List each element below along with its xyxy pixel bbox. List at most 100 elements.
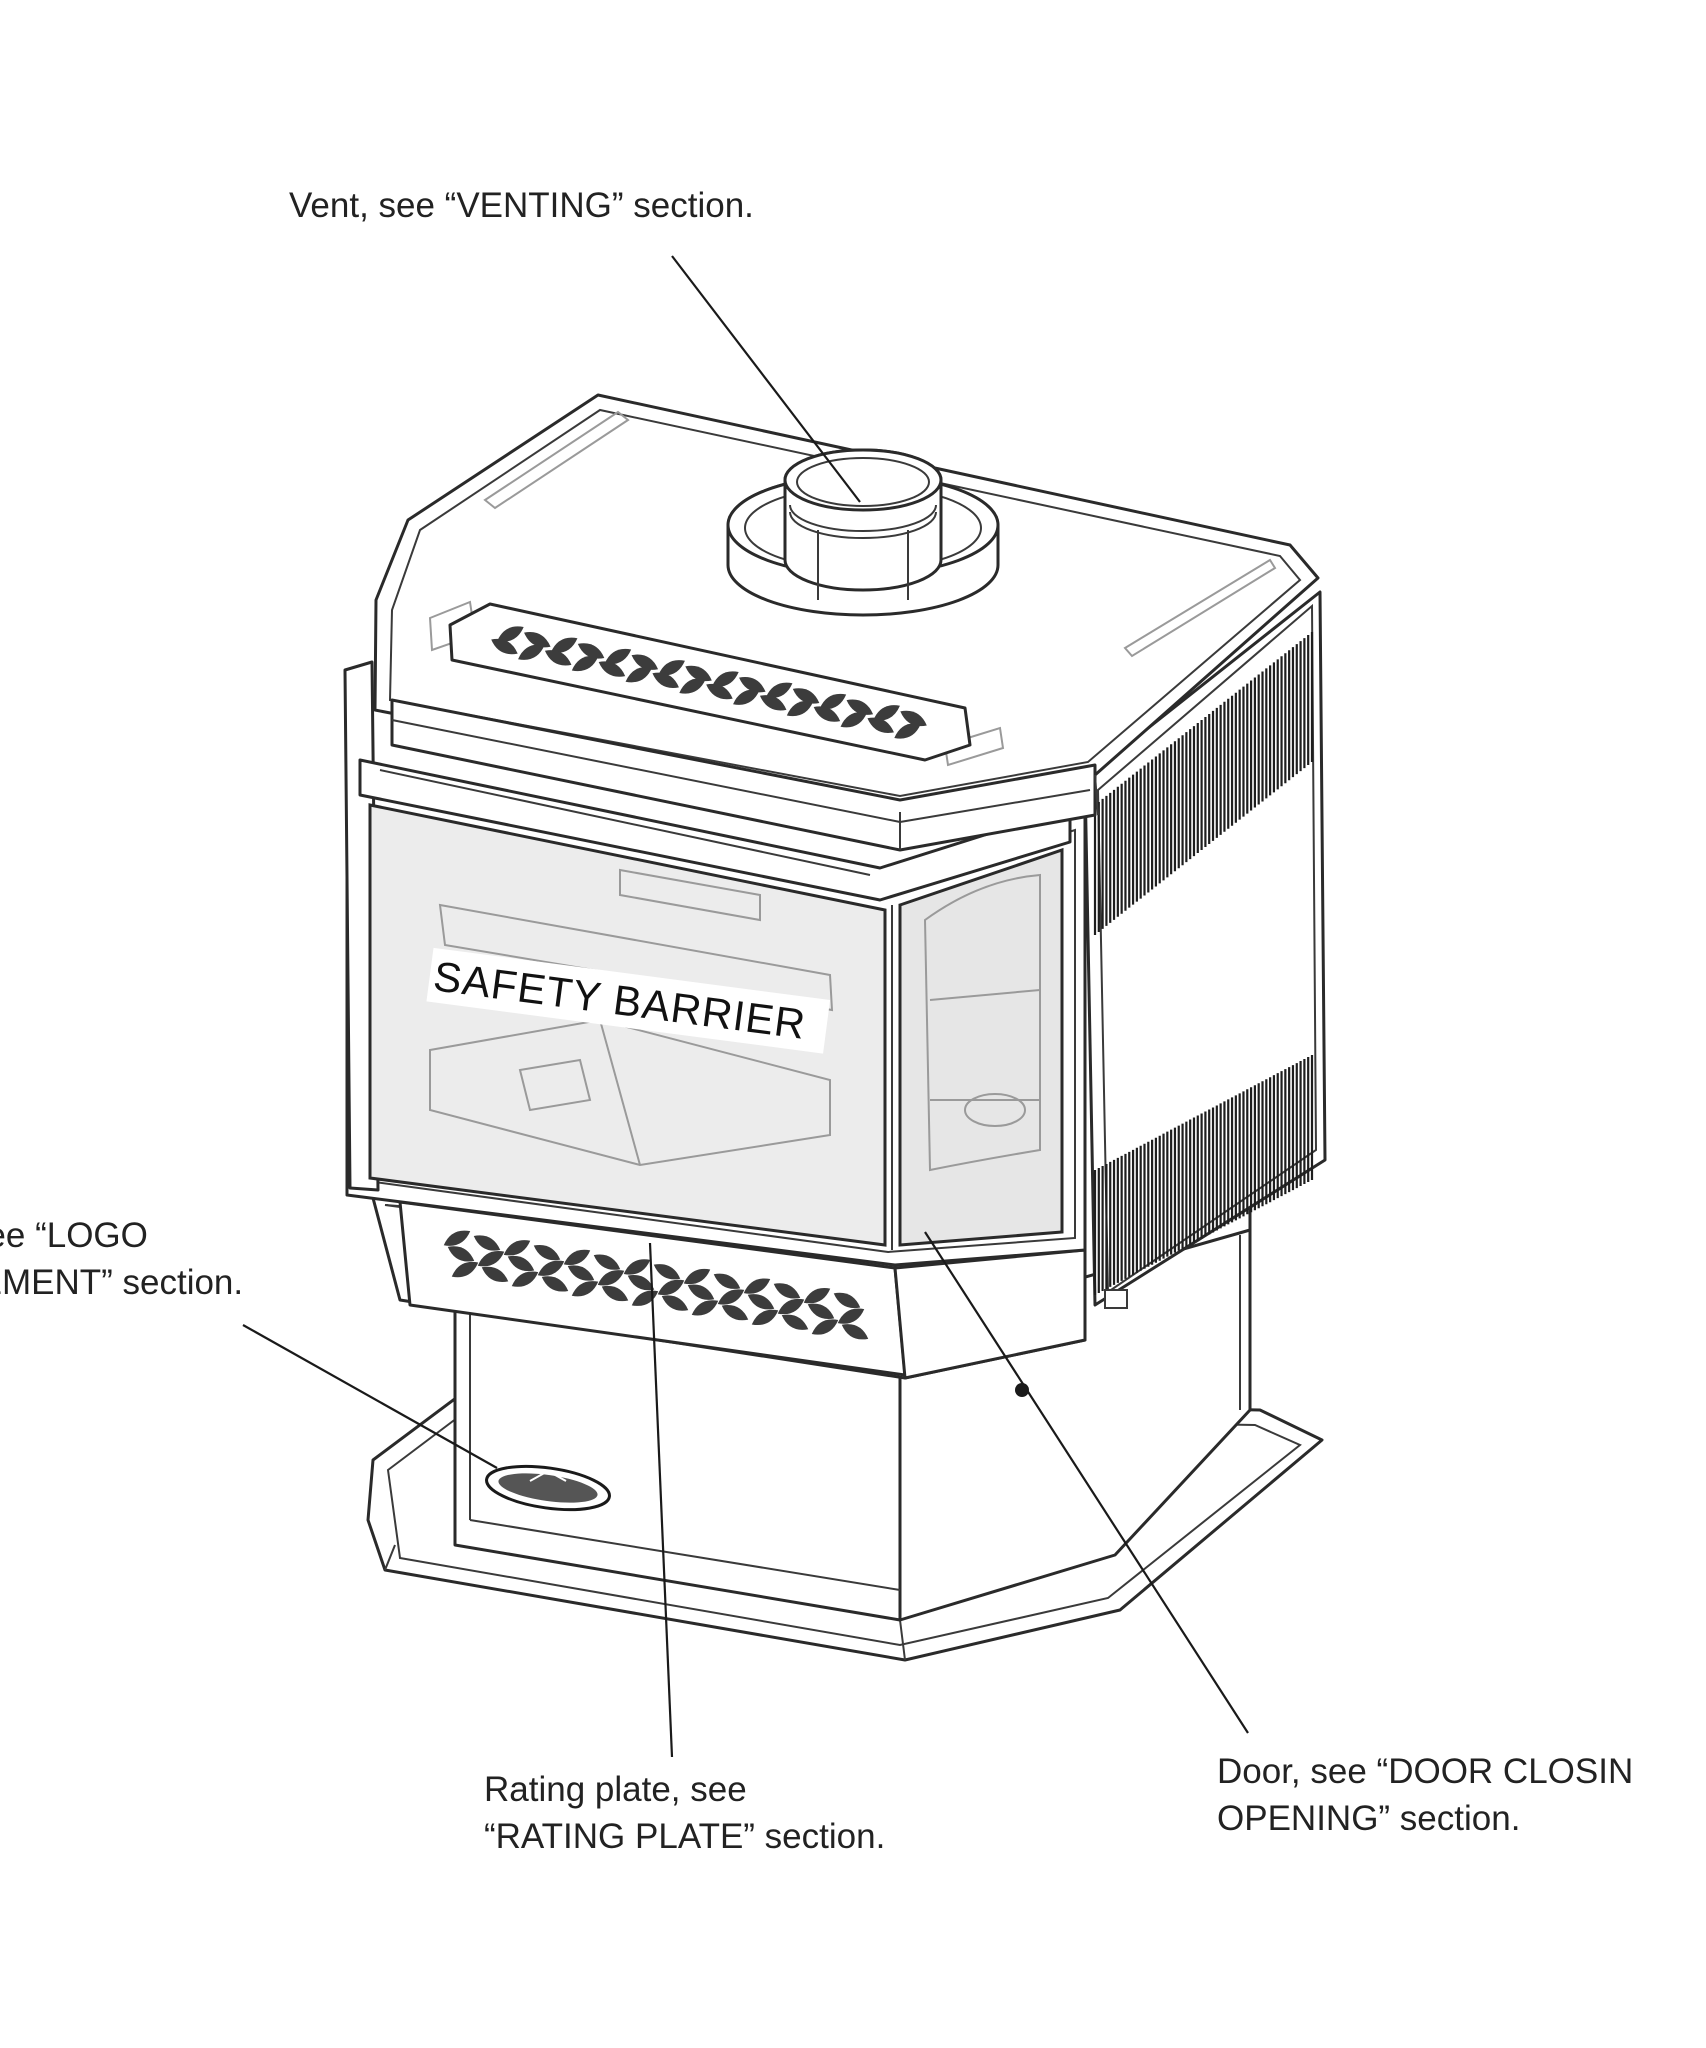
grille-leaf [627,1275,655,1291]
grille-leaf [544,650,572,666]
grille-leaf [846,699,874,715]
lower-grille-pattern [443,1230,869,1340]
grille-leaf [625,667,653,683]
grille-leaf [657,1279,685,1295]
side-vent-louvers-upper [1093,632,1314,935]
grille-leaf [593,1254,621,1270]
grille-leaf [563,1249,591,1265]
top-grille-pattern [491,626,927,739]
grille-leaf [743,1278,771,1294]
grille-leaf [491,638,518,655]
grille-leaf [597,1270,625,1286]
grille-leaf [706,683,733,700]
grille-leaf [598,661,626,677]
grille-leaf [571,655,599,672]
side-vent-louvers-lower [1093,1055,1314,1295]
grille-leaf [685,665,712,682]
grille-leaf [792,688,820,704]
leader-door [924,1231,1249,1734]
grille-leaf [533,1244,561,1261]
grille-leaf [524,632,551,648]
grille-leaf [803,1288,831,1304]
logo-badge [485,1464,611,1512]
callout-rating-line-2: “RATING PLATE” section. [484,1817,886,1856]
grille-leaf [443,1230,471,1246]
grille-leaf [807,1303,835,1319]
callout-door: Door, see “DOOR CLOSIN OPENING” section. [1217,1748,1633,1842]
callout-logo-line-2: ACEMENT” section. [0,1263,244,1302]
grille-leaf [503,1240,531,1256]
grille-leaf [833,1292,861,1309]
grille-leaf [786,700,814,717]
grille-leaf [819,693,847,710]
grille-leaf [653,1264,681,1280]
grille-leaf [894,723,921,739]
grille-leaf [481,1266,509,1282]
grille-leaf [571,1281,599,1297]
stove-side-panel [1083,590,1327,1309]
leader-lines [242,255,1249,1758]
callout-vent: Vent, see “VENTING” section. [289,182,754,229]
rating-plate-marker [1015,1383,1029,1397]
grille-leaf [813,706,841,722]
callout-rating-plate: Rating plate, see “RATING PLATE” section… [484,1766,885,1860]
grille-leaf [739,677,766,693]
grille-leaf [447,1246,475,1262]
grille-leaf [747,1294,775,1310]
callout-logo-line-1: o, see “LOGO [0,1216,148,1255]
grille-leaf [840,712,868,728]
leader-rating [648,1242,674,1758]
callout-vent-line-1: Vent, see “VENTING” section. [289,186,754,225]
grille-leaf [781,1314,809,1330]
grille-leaf [712,671,739,687]
callout-logo: o, see “LOGO ACEMENT” section. [0,1212,243,1306]
grille-leaf [679,678,706,694]
grille-leaf [541,1276,569,1292]
grille-leaf [661,1295,689,1311]
grille-leaf [683,1268,711,1285]
grille-leaf [717,1289,745,1305]
grille-leaf [811,1319,839,1335]
grille-leaf [751,1309,779,1326]
grille-leaf [687,1284,715,1300]
grille-leaf [518,644,545,660]
grille-leaf [777,1298,805,1315]
grille-leaf [900,710,927,727]
flue-collar [726,448,1000,617]
grille-leaf [652,672,679,688]
grille-leaf [623,1259,651,1275]
grille-leaf [658,660,685,676]
side-glass [898,847,1064,1247]
grille-leaf [733,689,760,705]
grille-leaf [765,682,793,698]
grille-leaf [477,1251,505,1267]
grille-leaf [721,1305,749,1321]
grille-leaf [631,654,659,670]
grille-leaf [867,717,894,733]
callout-rating-line-1: Rating plate, see [484,1770,747,1809]
grille-leaf [773,1283,801,1299]
grille-leaf [713,1273,741,1289]
leader-vent [671,255,861,503]
grille-leaf [550,637,578,653]
callout-door-line-2: OPENING” section. [1217,1799,1521,1838]
grille-leaf [691,1300,719,1316]
grille-leaf [577,643,605,659]
grille-leaf [451,1261,479,1278]
grille-leaf [507,1255,535,1272]
grille-leaf [511,1271,539,1287]
grille-leaf [473,1235,501,1251]
grille-leaf [567,1265,595,1281]
grille-leaf [759,695,787,711]
grille-leaf [537,1260,565,1276]
grille-leaf [601,1285,629,1302]
grille-leaf [841,1324,869,1340]
grille-leaf [497,626,524,642]
grille-leaf [873,705,900,721]
grille-leaf [604,648,632,665]
grille-leaf [837,1308,865,1324]
leader-logo [242,1324,498,1469]
callout-door-line-1: Door, see “DOOR CLOSIN [1217,1752,1634,1791]
